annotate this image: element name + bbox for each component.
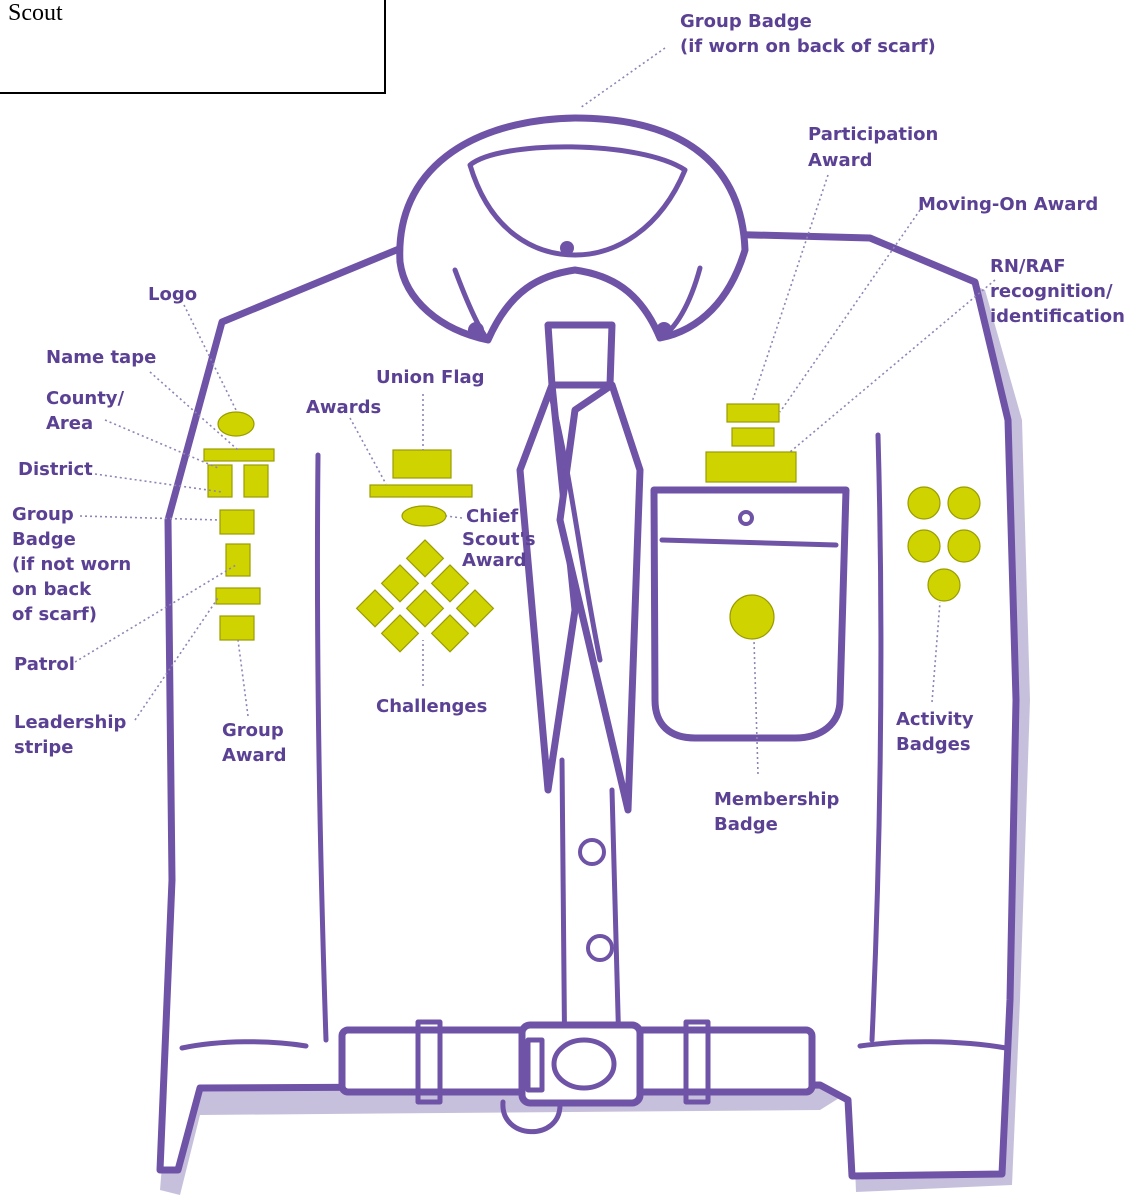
label-rn-raf: RN/RAF recognition/ identification [990, 256, 1125, 327]
label-district: District [18, 459, 93, 480]
patrol-badge [226, 544, 250, 576]
collar-button-right [656, 322, 672, 338]
collar-button-left [468, 322, 484, 338]
activity-badge [928, 569, 960, 601]
logo-badge [218, 412, 254, 436]
activity-badge [908, 487, 940, 519]
awards-badge [370, 485, 472, 497]
label-challenges: Challenges [376, 696, 487, 717]
collar-button-top [560, 241, 574, 255]
activity-badge [948, 487, 980, 519]
label-name-tape: Name tape [46, 347, 156, 368]
shirt-button-1 [580, 840, 604, 864]
label-awards: Awards [306, 397, 381, 418]
activity-badge [908, 530, 940, 562]
district-badge [244, 465, 268, 497]
moving-on-award-badge [732, 428, 774, 446]
label-leadership-stripe: Leadership stripe [14, 712, 133, 758]
label-group-badge-not-scarf: Group Badge (if not worn on back of scar… [12, 504, 138, 625]
group-badge [220, 510, 254, 534]
chief-scouts-award-badge [402, 506, 446, 526]
activity-badge [948, 530, 980, 562]
woggle [548, 325, 612, 385]
membership-badge [730, 595, 774, 639]
label-group-badge-scarf: Group Badge (if worn on back of scarf) [680, 11, 936, 57]
pocket-button [740, 512, 752, 524]
label-participation-award: Participation Award [808, 124, 945, 171]
label-moving-on-award: Moving-On Award [918, 194, 1098, 215]
label-logo: Logo [148, 284, 197, 305]
label-patrol: Patrol [14, 654, 75, 675]
union-flag-badge [393, 450, 451, 478]
shirt-button-2 [588, 936, 612, 960]
label-union-flag: Union Flag [376, 367, 485, 388]
leadership-stripe-badge [216, 588, 260, 604]
name-tape-badge [204, 449, 274, 461]
participation-award-badge [727, 404, 779, 422]
label-county-area: County/ Area [46, 388, 130, 434]
group-award-badge [220, 616, 254, 640]
rn-raf-badge [706, 452, 796, 482]
